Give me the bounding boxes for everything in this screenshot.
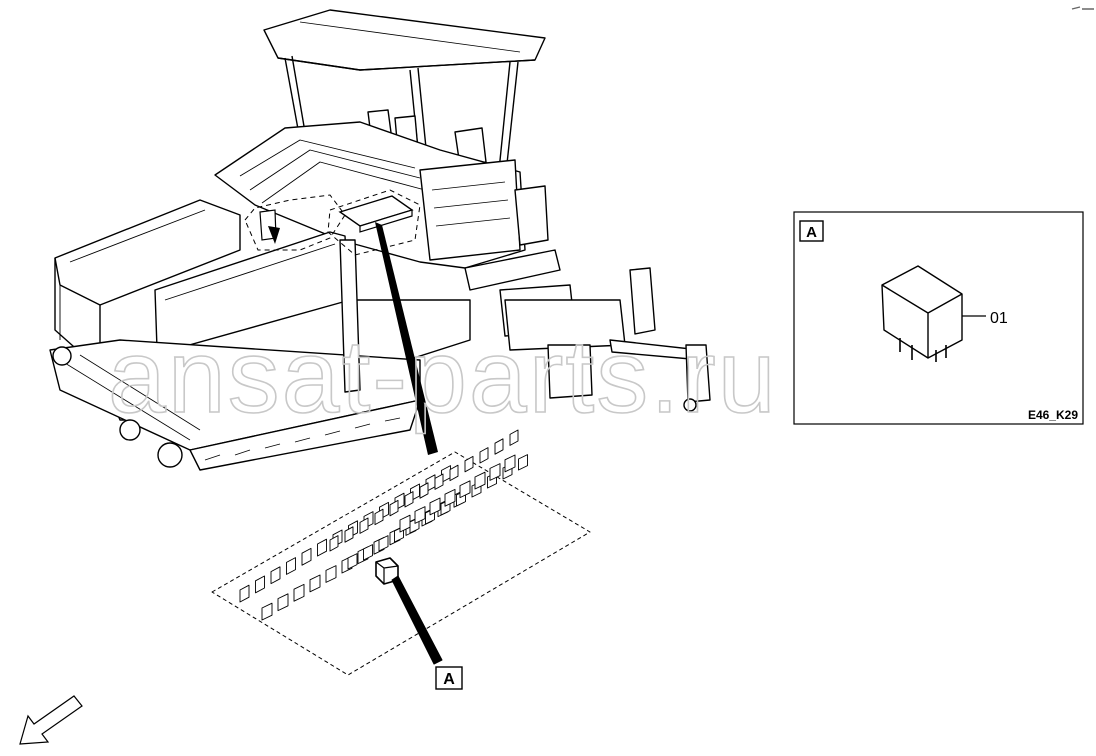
relay-module xyxy=(429,497,441,516)
relay-module xyxy=(261,602,273,621)
relay-module xyxy=(325,565,337,583)
relay-module xyxy=(239,584,250,603)
relay-module xyxy=(378,535,389,552)
relay-rows xyxy=(239,429,528,621)
relay-module xyxy=(374,508,384,526)
relay-module xyxy=(359,517,369,534)
item-number: 01 xyxy=(990,310,1008,327)
corner-mark-icon xyxy=(1071,6,1094,10)
relay-module xyxy=(286,557,296,575)
relay-module xyxy=(363,544,373,561)
relay-module xyxy=(518,454,528,471)
control-box-location xyxy=(244,189,438,455)
relay-board xyxy=(211,429,591,676)
orientation-arrow-icon xyxy=(19,695,83,745)
relay-detail xyxy=(881,265,963,362)
relay-module xyxy=(399,514,411,533)
relay-module xyxy=(293,583,305,602)
callout-tag-label: A xyxy=(443,671,455,688)
relay-module xyxy=(489,463,501,481)
relay-module xyxy=(464,455,474,473)
relay-module xyxy=(301,547,312,566)
relay-module xyxy=(419,482,429,499)
relay-module xyxy=(329,535,339,552)
relay-module xyxy=(309,574,321,593)
relay-module xyxy=(479,447,489,464)
relay-module xyxy=(474,471,486,490)
relay-module xyxy=(434,473,444,490)
relay-module xyxy=(504,454,516,473)
relay-module xyxy=(344,526,354,543)
relay-module xyxy=(270,566,281,585)
relay-module xyxy=(449,464,459,482)
relay-module xyxy=(494,438,504,455)
relay-module xyxy=(404,491,414,508)
detail-view-box: A 01 E46_K29 xyxy=(793,211,1084,425)
relay-module xyxy=(277,593,289,612)
detail-box-tag: A xyxy=(806,224,817,241)
relay-module xyxy=(255,575,265,594)
relay-module xyxy=(459,480,471,499)
paver-machine xyxy=(49,9,711,471)
relay-module xyxy=(347,553,358,570)
relay-module xyxy=(444,488,456,507)
drawing-code: E46_K29 xyxy=(1028,408,1078,422)
watermark: ansat-parts.ru xyxy=(108,319,778,435)
relay-module xyxy=(389,499,399,517)
relay-module xyxy=(317,538,327,557)
relay-module xyxy=(414,506,426,524)
callout-tag-a: A xyxy=(435,666,463,690)
relay-module xyxy=(509,429,519,446)
